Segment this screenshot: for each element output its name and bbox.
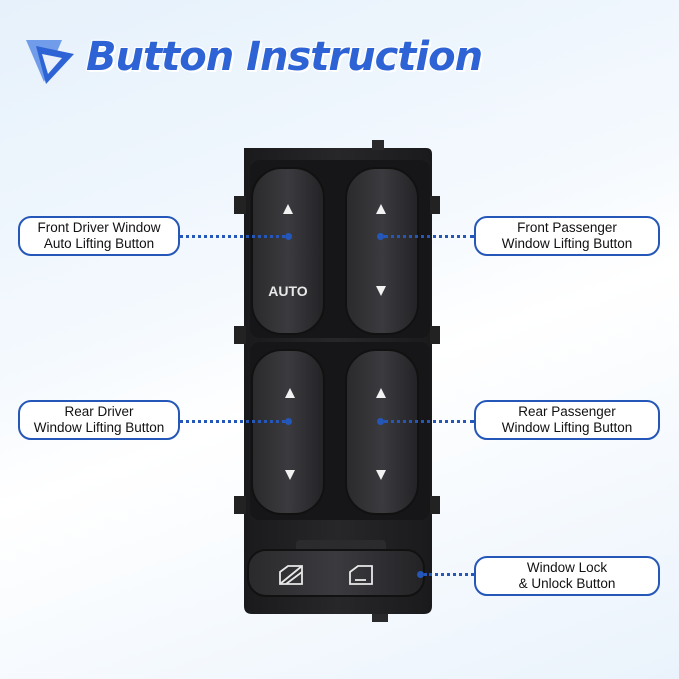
arrow-down-icon <box>376 286 386 296</box>
leader-line <box>384 420 474 423</box>
label-rear-driver: Rear Driver Window Lifting Button <box>18 400 180 440</box>
callout-marker <box>377 418 384 425</box>
leader-line <box>384 235 474 238</box>
leader-line <box>180 420 285 423</box>
rear-driver-button[interactable] <box>251 349 325 515</box>
arrow-up-icon <box>285 388 295 398</box>
label-line: Window Lifting Button <box>501 420 633 435</box>
arrow-up-icon <box>283 204 293 214</box>
callout-marker <box>417 571 424 578</box>
page-title: Button Instruction <box>86 34 483 80</box>
arrow-up-icon <box>376 204 386 214</box>
arrow-up-icon <box>376 388 386 398</box>
label-rear-passenger: Rear Passenger Window Lifting Button <box>474 400 660 440</box>
rear-passenger-button[interactable] <box>345 349 419 515</box>
front-driver-auto-button[interactable]: AUTO <box>251 167 325 335</box>
play-triangle-logo-icon <box>26 40 74 84</box>
arrow-down-icon <box>376 470 386 480</box>
label-line: & Unlock Button <box>518 576 616 591</box>
leader-line <box>424 573 474 576</box>
callout-marker <box>285 233 292 240</box>
label-line: Auto Lifting Button <box>43 236 155 251</box>
label-line: Front Passenger <box>517 220 617 235</box>
label-front-passenger: Front Passenger Window Lifting Button <box>474 216 660 256</box>
label-line: Window Lock <box>526 560 608 575</box>
leader-line <box>180 235 285 238</box>
label-line: Rear Driver <box>64 404 134 419</box>
window-lock-button[interactable] <box>247 540 425 597</box>
window-switch-panel: AUTO <box>234 140 440 622</box>
auto-label: AUTO <box>268 283 308 299</box>
callout-marker <box>285 418 292 425</box>
window-unlock-icon <box>349 565 373 585</box>
window-lock-icon <box>279 565 303 585</box>
arrow-down-icon <box>285 470 295 480</box>
label-window-lock: Window Lock & Unlock Button <box>474 556 660 596</box>
label-line: Front Driver Window <box>37 220 161 235</box>
label-line: Rear Passenger <box>518 404 616 419</box>
label-front-driver: Front Driver Window Auto Lifting Button <box>18 216 180 256</box>
label-line: Window Lifting Button <box>33 420 165 435</box>
label-line: Window Lifting Button <box>501 236 633 251</box>
front-passenger-button[interactable] <box>345 167 419 335</box>
callout-marker <box>377 233 384 240</box>
